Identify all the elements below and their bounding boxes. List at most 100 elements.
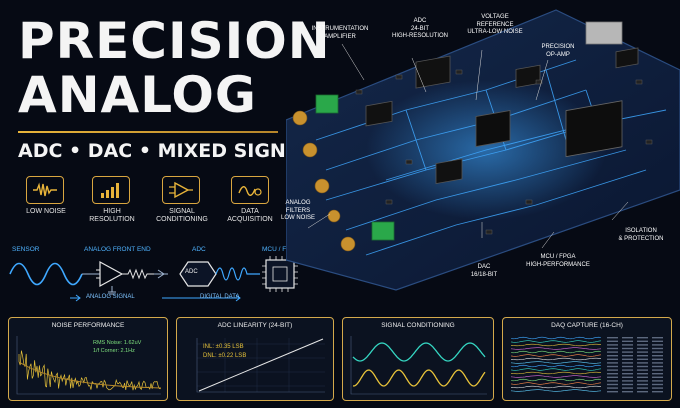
daq-channel-trace [510,364,602,368]
daq-table-cell [637,362,648,364]
daq-table-cell [637,355,648,357]
feature-label: LOW NOISE [26,208,66,215]
feature-row: LOW NOISE HIGH RESOLUTION SIGNAL CONDITI… [20,176,290,236]
bar-chart-icon [92,176,130,204]
daq-table-cell [652,358,663,360]
daq-table-cell [637,369,648,371]
callout-vref-title: VOLTAGE REFERENCE [476,14,514,28]
daq-table-cell [637,351,648,353]
daq-channel-trace [510,357,602,361]
hero-title-line2: ANALOG [18,66,257,124]
rms-noise-text: RMS Noise: 1.62uV [93,340,142,346]
daq-channel-trace [510,378,602,382]
daq-table-cell [637,383,648,386]
daq-channel-trace [510,389,602,392]
callout-dac-sub: 16/18-BIT [470,271,498,278]
daq-table-cell [622,340,633,342]
daq-table-cell [652,387,663,389]
feature-label: DATA ACQUISITION [227,208,273,224]
inl-text: INL: ±0.35 LSB [203,344,244,350]
feature-label: SIGNAL CONDITIONING [156,208,208,224]
daq-table-cell [637,373,648,375]
waveform-icon [26,176,64,204]
daq-table-cell [652,380,663,382]
callout-voltage-reference: VOLTAGE REFERENCE ULTRA-LOW NOISE [454,14,536,37]
callout-isolation-protection: ISOLATION & PROTECTION [618,228,664,242]
daq-table-cell [607,355,618,357]
flow-arrows [70,294,241,302]
daq-table-cell [622,373,633,375]
daq-table-cell [637,358,648,360]
dnl-text: DNL: ±0.22 LSB [203,353,247,359]
daq-table-cell [622,351,633,353]
feature-high-resolution: HIGH RESOLUTION [86,176,138,225]
daq-table-cell [622,358,633,360]
daq-channel-trace [510,340,602,343]
daq-table-cell [637,340,648,342]
amplifier-icon [162,176,200,204]
daq-table-cell [652,337,663,339]
daq-table-cell [622,337,633,339]
daq-channel-trace [510,350,602,354]
daq-table-cell [607,340,618,342]
panel-title: DAQ CAPTURE (16-CH) [551,322,623,329]
daq-table-cell [607,351,618,353]
callout-filters-sub: LOW NOISE [280,215,315,221]
callout-instrumentation-amplifier: INSTRUMENTATION AMPLIFIER [311,26,369,40]
daq-table-cell [622,355,633,357]
daq-table-cell [622,387,633,389]
daq-channel-trace [510,361,602,364]
digital-data-label: DIGITAL DATA [200,294,240,300]
daq-table-cell [622,347,633,350]
pcb-board-illustration [286,9,680,291]
daq-channel-trace [510,368,602,371]
daq-table-cell [607,365,618,368]
callout-adc-sub: 24-BIT HIGH-RESOLUTION [391,25,448,40]
daq-table-cell [622,369,633,371]
daq-channel-trace [510,347,602,350]
daq-channel-trace [510,375,602,378]
panel-adc-linearity: ADC LINEARITY (24-BIT) INL: ±0.35 LSB DN… [176,317,334,401]
daq-table-cell [607,380,618,382]
daq-table-cell [637,376,648,378]
usb-connector [585,21,623,45]
panel-title: ADC LINEARITY (24-BIT) [217,322,293,329]
daq-table-cell [637,391,648,393]
callout-adc-title: ADC [413,18,427,24]
panel-noise-performance: NOISE PERFORMANCE RMS Noise: 1.62uV 1/f … [8,317,168,401]
daq-table-cell [622,383,633,386]
daq-channel-trace [510,354,602,357]
hero-title-line1: PRECISION [18,12,331,70]
daq-table-cell [637,387,648,389]
daq-channel-trace [510,371,602,375]
data-acquisition-icon [231,176,269,204]
panel-title: SIGNAL CONDITIONING [381,322,455,329]
daq-table-cell [637,365,648,368]
daq-table-cell [607,376,618,378]
daq-table-cell [637,344,648,346]
corner-text: 1/f Corner: 2.1Hz [93,348,135,354]
daq-channel-trace [510,385,602,389]
daq-table-cell [607,383,618,386]
daq-table-cell [652,347,663,350]
mcu-label: MCU / FPGA [262,246,300,253]
conditioning-plot [350,336,487,395]
feature-label: HIGH RESOLUTION [89,208,135,224]
linearity-plot [196,338,325,393]
daq-table-cell [652,362,663,364]
daq-table-cell [622,362,633,364]
title-underline [18,131,278,133]
daq-table-cell [622,376,633,378]
daq-plot [510,336,663,393]
callout-filters-title: ANALOG FILTERS [285,200,311,214]
sensor-label: SENSOR [12,246,40,253]
adc-box-label: ADC [185,269,198,275]
daq-channel-trace [510,336,602,340]
callout-analog-filters: ANALOG FILTERS LOW NOISE [276,200,320,223]
daq-table-cell [652,369,663,371]
daq-table-cell [607,373,618,375]
callout-dac-title: DAC [477,264,491,270]
feature-signal-conditioning: SIGNAL CONDITIONING [152,176,212,225]
amplifier-symbol [99,260,124,288]
daq-table-cell [607,347,618,350]
